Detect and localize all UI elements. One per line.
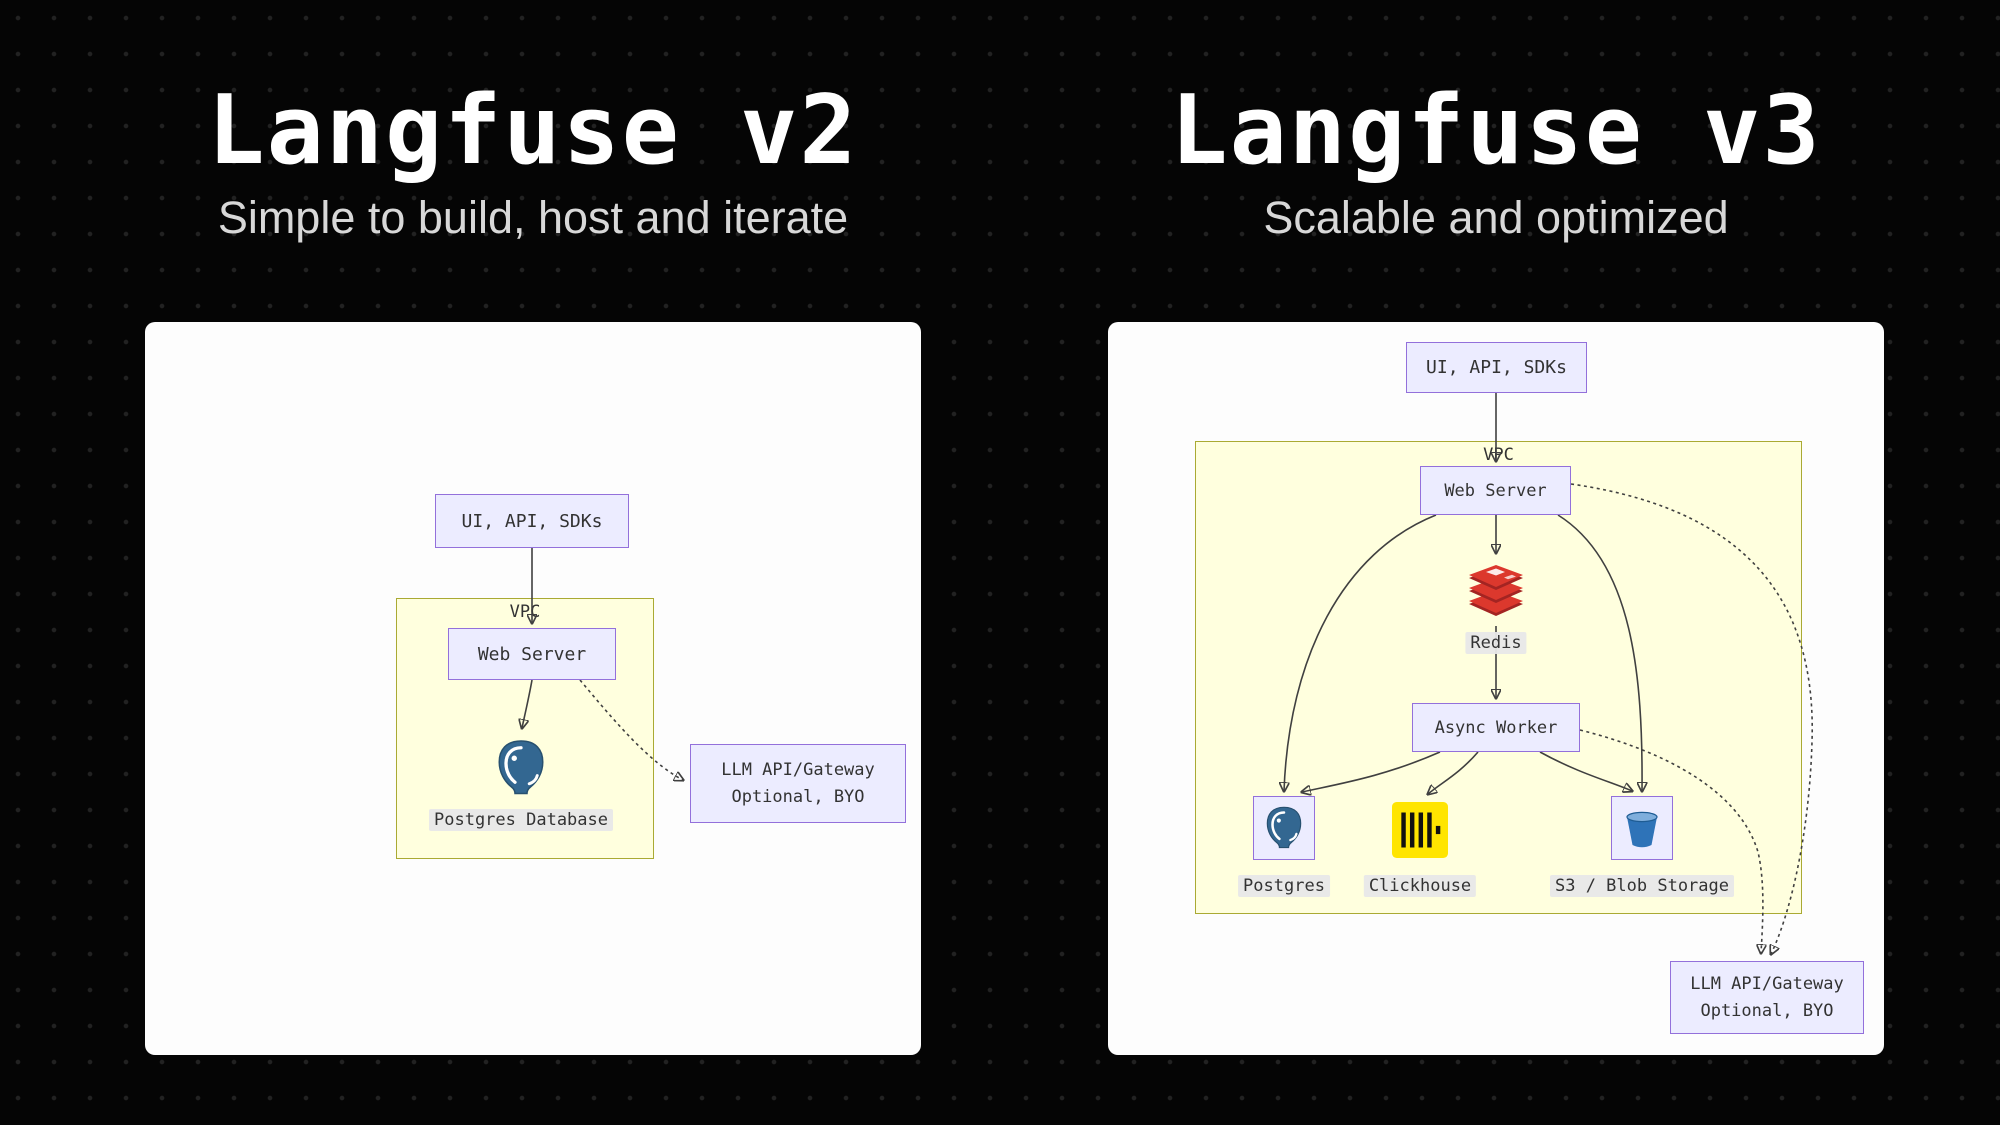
postgres-icon xyxy=(1253,796,1315,861)
postgres-elephant-icon xyxy=(498,740,544,795)
edge-webserver-to-postgres xyxy=(1284,514,1437,791)
node-async-worker-label: Async Worker xyxy=(1434,717,1558,738)
edge-asyncworker-to-s3 xyxy=(1539,751,1632,791)
s3-bucket-icon xyxy=(1626,811,1658,848)
diagram-edges-v3 xyxy=(1108,393,1814,1055)
edge-asyncworker-to-llm-dotted xyxy=(1579,729,1763,953)
postgres-icon xyxy=(489,732,553,804)
redis-stack-icon xyxy=(1469,565,1523,617)
edge-webserver-to-s3 xyxy=(1557,514,1642,791)
edge-webserver-to-llm-dotted xyxy=(579,679,683,780)
node-web-server: Web Server xyxy=(1420,466,1571,516)
node-ui-api-sdks: UI, API, SDKs xyxy=(1406,342,1587,394)
redis-label: Redis xyxy=(1465,632,1527,655)
clickhouse-icon xyxy=(1392,802,1448,859)
llm-gateway-line2: Optional, BYO xyxy=(1700,1000,1834,1021)
clickhouse-label: Clickhouse xyxy=(1363,875,1477,898)
subtitle-v2: Simple to build, host and iterate xyxy=(217,192,849,244)
node-ui-api-sdks-label: UI, API, SDKs xyxy=(461,510,603,532)
subtitle-v3: Scalable and optimized xyxy=(1263,192,1729,244)
node-web-server-label: Web Server xyxy=(1444,480,1547,501)
page-title-v2: Langfuse v2 xyxy=(207,76,859,186)
edge-webserver-to-postgres xyxy=(522,680,533,728)
node-llm-api-gateway: LLM API/Gateway Optional, BYO xyxy=(690,744,906,824)
llm-gateway-line1: LLM API/Gateway xyxy=(721,760,875,781)
panel-langfuse-v2: Langfuse v2 Simple to build, host and it… xyxy=(145,76,921,1056)
postgres-database-label: Postgres Database xyxy=(429,809,613,832)
redis-icon xyxy=(1462,558,1530,626)
edge-asyncworker-to-clickhouse xyxy=(1428,751,1479,794)
node-llm-api-gateway: LLM API/Gateway Optional, BYO xyxy=(1670,961,1864,1035)
edge-asyncworker-to-postgres xyxy=(1302,751,1441,792)
edge-webserver-to-llm-dotted xyxy=(1570,483,1814,954)
s3-blob-storage-icon xyxy=(1611,796,1673,861)
s3-blob-storage-label: S3 / Blob Storage xyxy=(1550,875,1734,898)
node-web-server-label: Web Server xyxy=(477,643,587,665)
node-web-server: Web Server xyxy=(448,628,616,681)
llm-gateway-line1: LLM API/Gateway xyxy=(1690,974,1844,995)
diagram-card-v2: VPC UI, API, SDKs Web Server xyxy=(145,322,921,1056)
panel-langfuse-v3: Langfuse v3 Scalable and optimized VPC xyxy=(1108,76,1884,1056)
node-ui-api-sdks: UI, API, SDKs xyxy=(435,494,629,549)
node-ui-api-sdks-label: UI, API, SDKs xyxy=(1426,357,1567,379)
clickhouse-bars-icon xyxy=(1392,802,1448,859)
postgres-elephant-icon xyxy=(1266,806,1302,849)
node-async-worker: Async Worker xyxy=(1412,703,1580,753)
postgres-label: Postgres xyxy=(1238,875,1330,898)
page-title-v3: Langfuse v3 xyxy=(1170,76,1822,186)
diagram-edges-v2 xyxy=(145,548,921,1055)
llm-gateway-line2: Optional, BYO xyxy=(731,786,865,807)
diagram-card-v3: VPC UI, API, SDKs xyxy=(1108,322,1884,1056)
